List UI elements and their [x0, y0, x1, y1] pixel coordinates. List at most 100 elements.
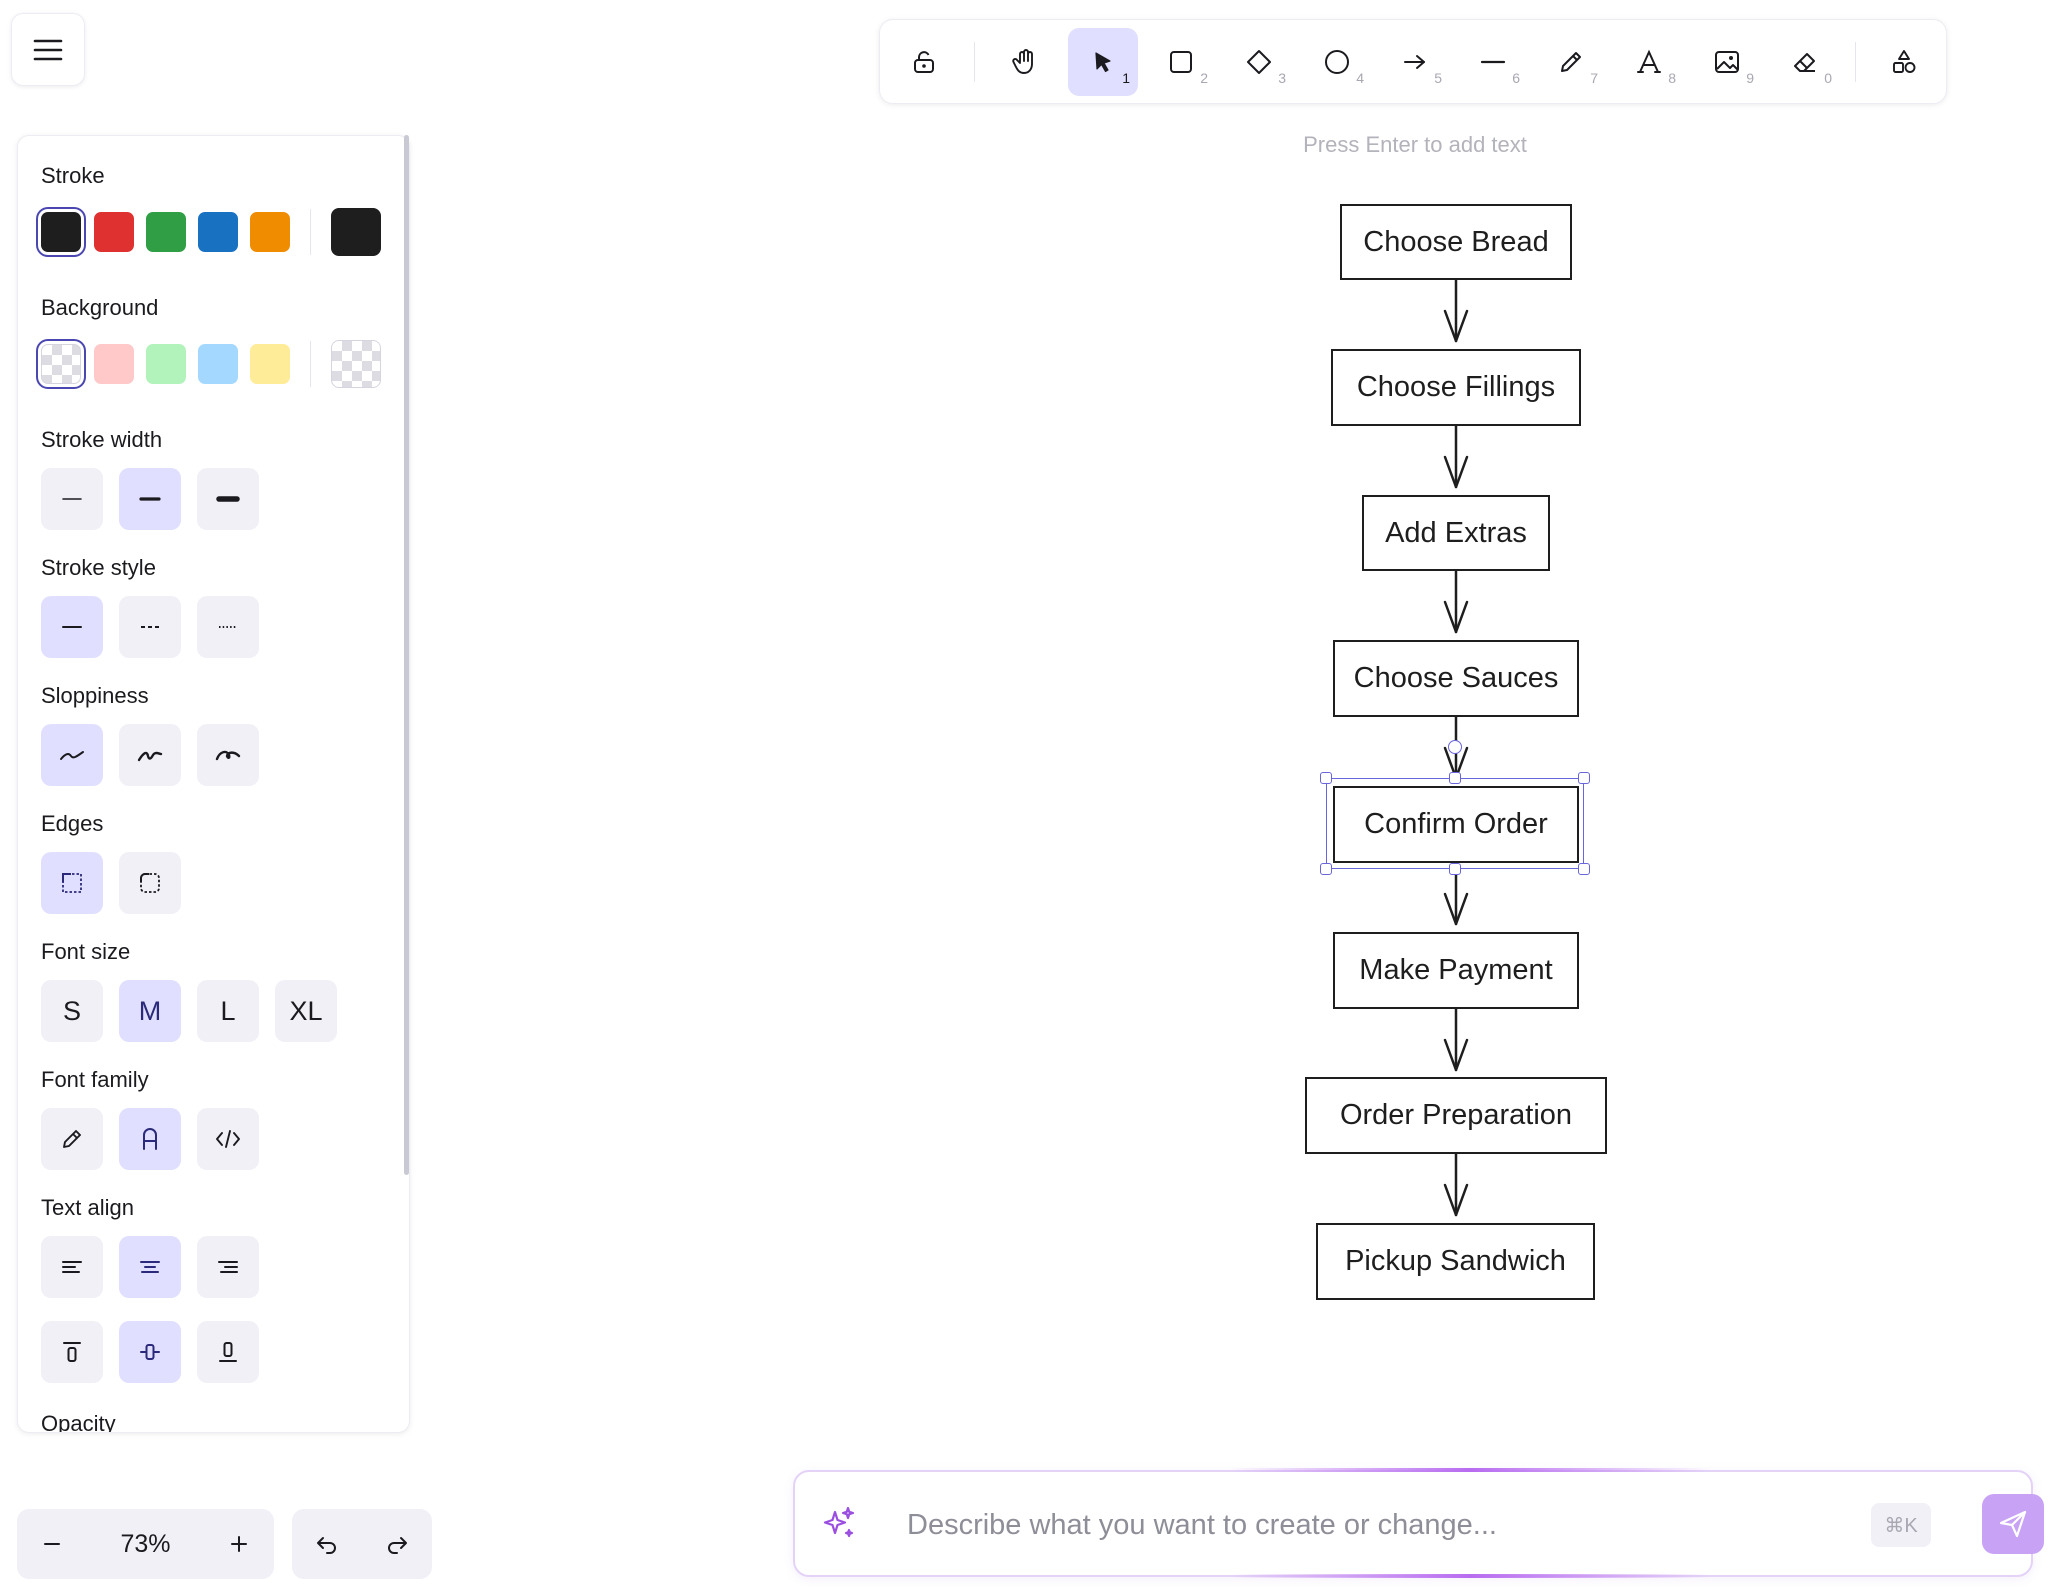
- line-icon: [1480, 60, 1506, 64]
- sloppiness-medium-icon: [137, 751, 163, 762]
- tool-selection[interactable]: 1: [1068, 28, 1138, 96]
- hand-icon: [1012, 49, 1033, 74]
- stroke-style-dashed-button[interactable]: [119, 596, 181, 658]
- arrow-connector[interactable]: [1443, 278, 1469, 343]
- flowchart-node[interactable]: Make Payment: [1333, 932, 1579, 1009]
- ai-prompt-input[interactable]: [905, 1498, 1849, 1552]
- stroke-width-bold-button[interactable]: [119, 468, 181, 530]
- font-size-large-button[interactable]: L: [197, 980, 259, 1042]
- zoom-controls: 73%: [17, 1509, 274, 1579]
- arrow-connector[interactable]: [1443, 1152, 1469, 1217]
- arrow-connector[interactable]: [1443, 424, 1469, 489]
- tool-draw[interactable]: 7: [1536, 28, 1606, 96]
- resize-handle-top-left[interactable]: [1320, 772, 1332, 784]
- stroke-color-black[interactable]: [36, 207, 86, 257]
- ellipse-icon: [1325, 50, 1349, 74]
- edges-sharp-button[interactable]: [41, 852, 103, 914]
- flowchart-node-selected[interactable]: Confirm Order: [1333, 786, 1579, 863]
- zoom-out-button[interactable]: [17, 1509, 87, 1579]
- vertical-align-middle-button[interactable]: [119, 1321, 181, 1383]
- undo-button[interactable]: [292, 1509, 362, 1579]
- sloppiness-artist-button[interactable]: [119, 724, 181, 786]
- vertical-align-top-button[interactable]: [41, 1321, 103, 1383]
- background-color-light-yellow[interactable]: [250, 344, 290, 384]
- background-label: Background: [41, 295, 159, 320]
- rotation-handle[interactable]: [1448, 740, 1462, 754]
- font-family-code-button[interactable]: [197, 1108, 259, 1170]
- sloppiness-architect-button[interactable]: [41, 724, 103, 786]
- flowchart-node[interactable]: Add Extras: [1362, 495, 1550, 571]
- font-family-label: Font family: [41, 1067, 149, 1092]
- send-button[interactable]: [1982, 1494, 2044, 1554]
- flowchart-node[interactable]: Choose Fillings: [1331, 349, 1581, 426]
- stroke-color-green[interactable]: [146, 212, 186, 252]
- send-icon: [1999, 1510, 2027, 1538]
- text-align-label: Text align: [41, 1195, 134, 1220]
- flowchart-node[interactable]: Pickup Sandwich: [1316, 1223, 1595, 1300]
- stroke-color-orange[interactable]: [250, 212, 290, 252]
- resize-handle-bottom-right[interactable]: [1578, 863, 1590, 875]
- background-color-light-blue[interactable]: [198, 344, 238, 384]
- stroke-color-blue[interactable]: [198, 212, 238, 252]
- stroke-style-dotted-button[interactable]: [197, 596, 259, 658]
- pencil-icon: [1561, 52, 1581, 72]
- tool-hand[interactable]: [990, 28, 1060, 96]
- font-size-medium-button[interactable]: M: [119, 980, 181, 1042]
- font-family-normal-button[interactable]: [119, 1108, 181, 1170]
- tool-arrow[interactable]: 5: [1380, 28, 1450, 96]
- tool-image[interactable]: 9: [1692, 28, 1762, 96]
- stroke-label: Stroke: [41, 163, 105, 188]
- diamond-icon: [1247, 50, 1271, 74]
- thin-line-icon: [62, 498, 82, 500]
- font-size-xl-button[interactable]: XL: [275, 980, 337, 1042]
- align-middle-icon: [140, 1344, 160, 1360]
- resize-handle-top-right[interactable]: [1578, 772, 1590, 784]
- tool-text[interactable]: 8: [1614, 28, 1684, 96]
- background-color-transparent[interactable]: [36, 339, 86, 389]
- tool-more-shapes[interactable]: [1869, 28, 1939, 96]
- tool-eraser[interactable]: 0: [1770, 28, 1840, 96]
- stroke-color-red[interactable]: [94, 212, 134, 252]
- arrow-connector[interactable]: [1443, 1007, 1469, 1072]
- tool-key: 3: [1278, 70, 1286, 86]
- stroke-style-solid-button[interactable]: [41, 596, 103, 658]
- main-menu-button[interactable]: [11, 13, 85, 86]
- tool-rectangle[interactable]: 2: [1146, 28, 1216, 96]
- text-align-center-button[interactable]: [119, 1236, 181, 1298]
- redo-icon: [388, 1537, 407, 1554]
- edges-round-button[interactable]: [119, 852, 181, 914]
- background-current-color[interactable]: [331, 340, 381, 388]
- flowchart-node[interactable]: Order Preparation: [1305, 1077, 1607, 1154]
- redo-button[interactable]: [362, 1509, 432, 1579]
- align-left-icon: [62, 1261, 82, 1273]
- background-color-light-green[interactable]: [146, 344, 186, 384]
- stroke-current-color[interactable]: [331, 208, 381, 256]
- flowchart-node[interactable]: Choose Bread: [1340, 204, 1572, 280]
- text-align-left-button[interactable]: [41, 1236, 103, 1298]
- zoom-level[interactable]: 73%: [120, 1529, 171, 1558]
- zoom-in-button[interactable]: [204, 1509, 274, 1579]
- tool-key: 7: [1590, 70, 1598, 86]
- tool-line[interactable]: 6: [1458, 28, 1528, 96]
- font-family-hand-drawn-button[interactable]: [41, 1108, 103, 1170]
- resize-handle-bottom[interactable]: [1449, 863, 1461, 875]
- arrow-connector[interactable]: [1443, 569, 1469, 634]
- font-size-small-button[interactable]: S: [41, 980, 103, 1042]
- font-size-label: Font size: [41, 939, 131, 964]
- flowchart-node[interactable]: Choose Sauces: [1333, 640, 1579, 717]
- background-color-pink[interactable]: [94, 344, 134, 384]
- stroke-width-thin-button[interactable]: [41, 468, 103, 530]
- stroke-width-extra-bold-button[interactable]: [197, 468, 259, 530]
- text-align-right-button[interactable]: [197, 1236, 259, 1298]
- sloppiness-cartoonist-button[interactable]: [197, 724, 259, 786]
- tool-lock[interactable]: [889, 28, 959, 96]
- resize-handle-bottom-left[interactable]: [1320, 863, 1332, 875]
- pointer-icon: [1095, 52, 1111, 73]
- vertical-align-bottom-button[interactable]: [197, 1321, 259, 1383]
- tool-key: 8: [1668, 70, 1676, 86]
- tool-diamond[interactable]: 3: [1224, 28, 1294, 96]
- tool-ellipse[interactable]: 4: [1302, 28, 1372, 96]
- panel-scrollbar[interactable]: [404, 135, 409, 1175]
- resize-handle-top[interactable]: [1449, 772, 1461, 784]
